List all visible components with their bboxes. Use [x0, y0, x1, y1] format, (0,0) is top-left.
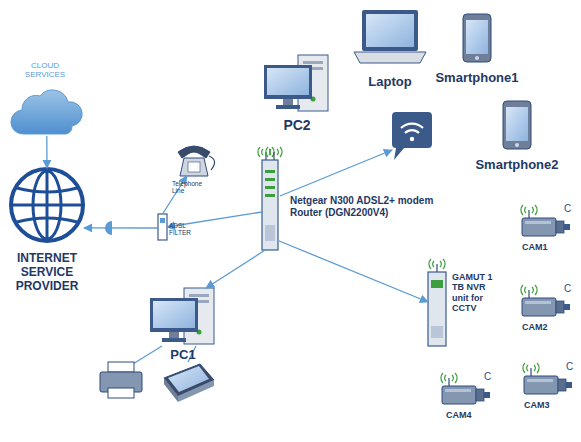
smartphone-node: Smartphone1 [463, 14, 491, 62]
camera-node: CAM3 [522, 368, 570, 398]
nvr-node: GAMUT 1 TB NVR unit for CCTV [428, 266, 446, 346]
camera-node: CAM1 [520, 210, 570, 240]
laptop-node: Laptop [352, 10, 428, 64]
device-label: CLOUD SERVICES [13, 61, 77, 79]
device-label: CAM4 [446, 410, 486, 420]
device-label: INTERNET SERVICE PROVIDER [2, 252, 92, 293]
camera-letter: C [484, 372, 491, 382]
device-label: Telephone Line [172, 180, 208, 195]
device-label: Netgear N300 ADSL2+ modem Router (DGN220… [290, 195, 440, 218]
network-link [206, 250, 265, 288]
camera-letter: C [566, 362, 573, 372]
network-link [46, 136, 48, 168]
pc-node: PC1 [150, 288, 216, 344]
smartphone-node: Smartphone2 [503, 101, 531, 149]
isp-node: INTERNET SERVICE PROVIDER [10, 168, 84, 242]
network-link [278, 241, 428, 303]
cloud-node: CLOUD SERVICES [15, 88, 75, 136]
device-label: Smartphone1 [433, 71, 521, 86]
device-label: GAMUT 1 TB NVR unit for CCTV [452, 272, 502, 313]
network-link [84, 227, 158, 228]
camera-node: CAM2 [520, 290, 570, 320]
device-label: ADSL FILTER [169, 222, 193, 237]
camera-node: CAM4 [440, 378, 490, 408]
device-label: PC2 [264, 117, 330, 133]
device-label: CAM1 [522, 242, 562, 252]
pc-node: PC2 [264, 55, 330, 111]
device-label: Smartphone2 [473, 158, 561, 173]
telephone-node: Telephone Line [176, 142, 212, 176]
device-label: CAM3 [524, 400, 564, 410]
router-node: Netgear N300 ADSL2+ modem Router (DGN220… [262, 155, 278, 250]
camera-letter: C [564, 284, 571, 294]
device-label: PC1 [150, 348, 216, 363]
camera-letter: C [564, 204, 571, 214]
device-label: Laptop [352, 75, 428, 90]
filter-node: ADSL FILTER [158, 214, 167, 240]
device-label: CAM2 [522, 322, 562, 332]
